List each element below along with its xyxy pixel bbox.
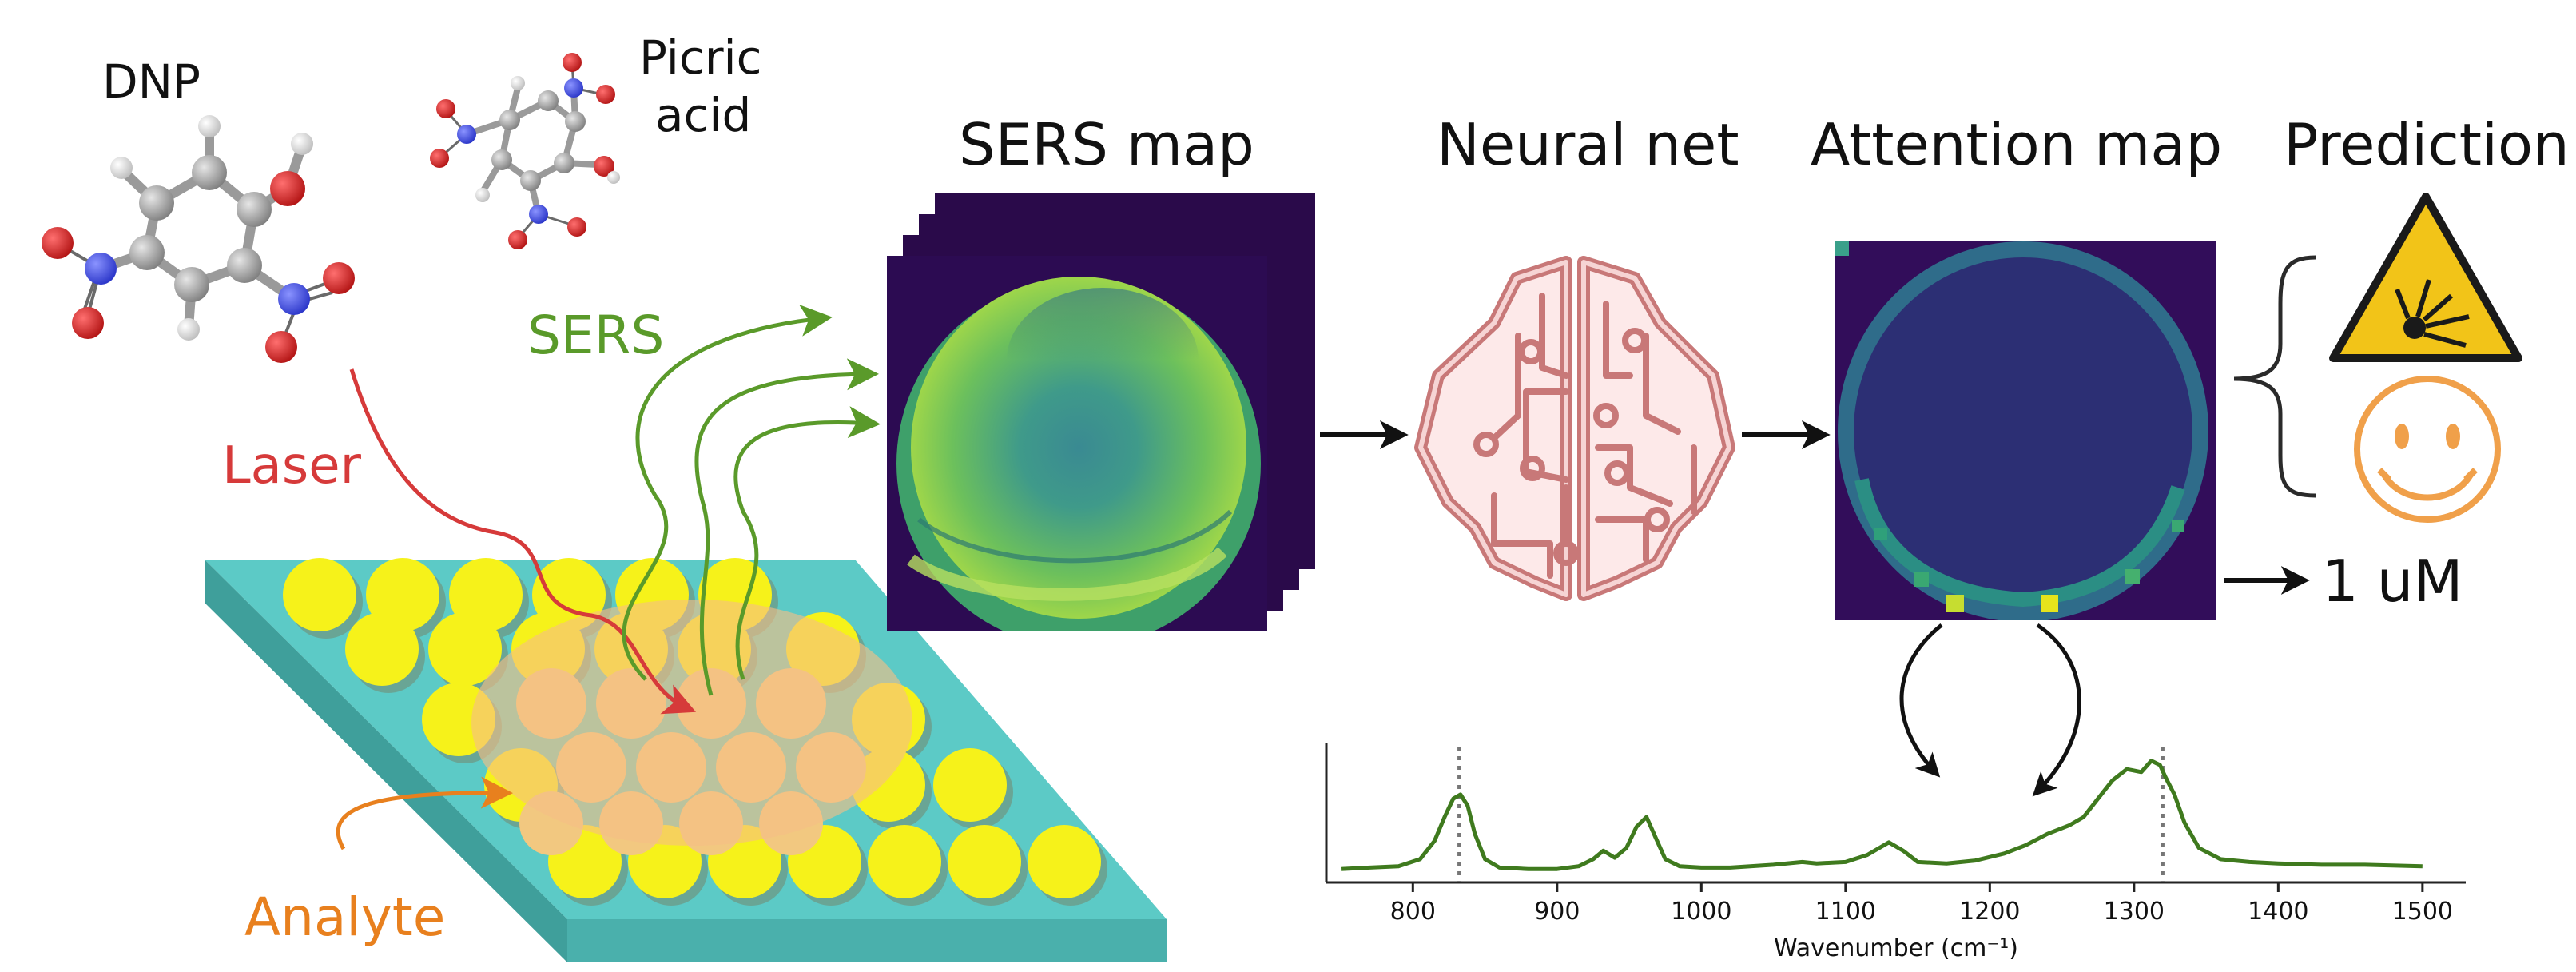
concentration-prediction: 1 uM xyxy=(2322,548,2463,615)
attention-arrow-left xyxy=(1899,623,1943,778)
picric-acid-label-line1: Picric xyxy=(639,30,762,85)
explosive-warning-icon xyxy=(2329,193,2522,362)
neural-net-title: Neural net xyxy=(1437,111,1739,178)
sers-scatter-arrows xyxy=(622,305,881,696)
attention-map-title: Attention map xyxy=(1811,111,2222,178)
sers-map-stack xyxy=(887,193,1315,631)
spectrum-x-tick-label: 1100 xyxy=(1815,898,1876,926)
prediction-title: Prediction xyxy=(2284,111,2570,178)
spectrum-x-tick-label: 1500 xyxy=(2392,898,2453,926)
analyte-region xyxy=(471,600,912,846)
spectrum-chart: 800 900 1000 1100 1200 1300 1400 1500 Wavenumbe… xyxy=(1325,743,2466,962)
sers-map-title: SERS map xyxy=(959,111,1254,178)
dnp-molecule-icon xyxy=(42,115,355,363)
sers-label: SERS xyxy=(527,305,664,366)
picric-acid-label-line2: acid xyxy=(655,88,751,142)
brain-circuit-icon xyxy=(1414,256,1735,601)
spectrum-line xyxy=(1340,759,2423,871)
spectrum-x-tick-label: 1300 xyxy=(2104,898,2165,926)
spectrum-x-tick-label: 900 xyxy=(1534,898,1580,926)
spectrum-x-tick-label: 1200 xyxy=(1959,898,2020,926)
dnp-label: DNP xyxy=(102,54,201,109)
picric-acid-molecule-icon xyxy=(430,53,620,249)
attention-arrow-right xyxy=(2032,623,2081,797)
analyte-label: Analyte xyxy=(244,886,445,948)
spectrum-x-tick-label: 1000 xyxy=(1671,898,1731,926)
attention-map-image xyxy=(1835,241,2216,620)
spectrum-x-tick-label: 1400 xyxy=(2248,898,2308,926)
laser-label: Laser xyxy=(222,436,362,496)
smiley-face-icon xyxy=(2354,376,2501,523)
spectrum-x-tick-label: 800 xyxy=(1390,898,1436,926)
spectrum-xlabel: Wavenumber (cm⁻¹) xyxy=(1774,934,2018,962)
laser-arrow xyxy=(349,368,697,715)
analyte-arrow xyxy=(336,776,513,850)
prediction-brace xyxy=(2233,255,2316,498)
